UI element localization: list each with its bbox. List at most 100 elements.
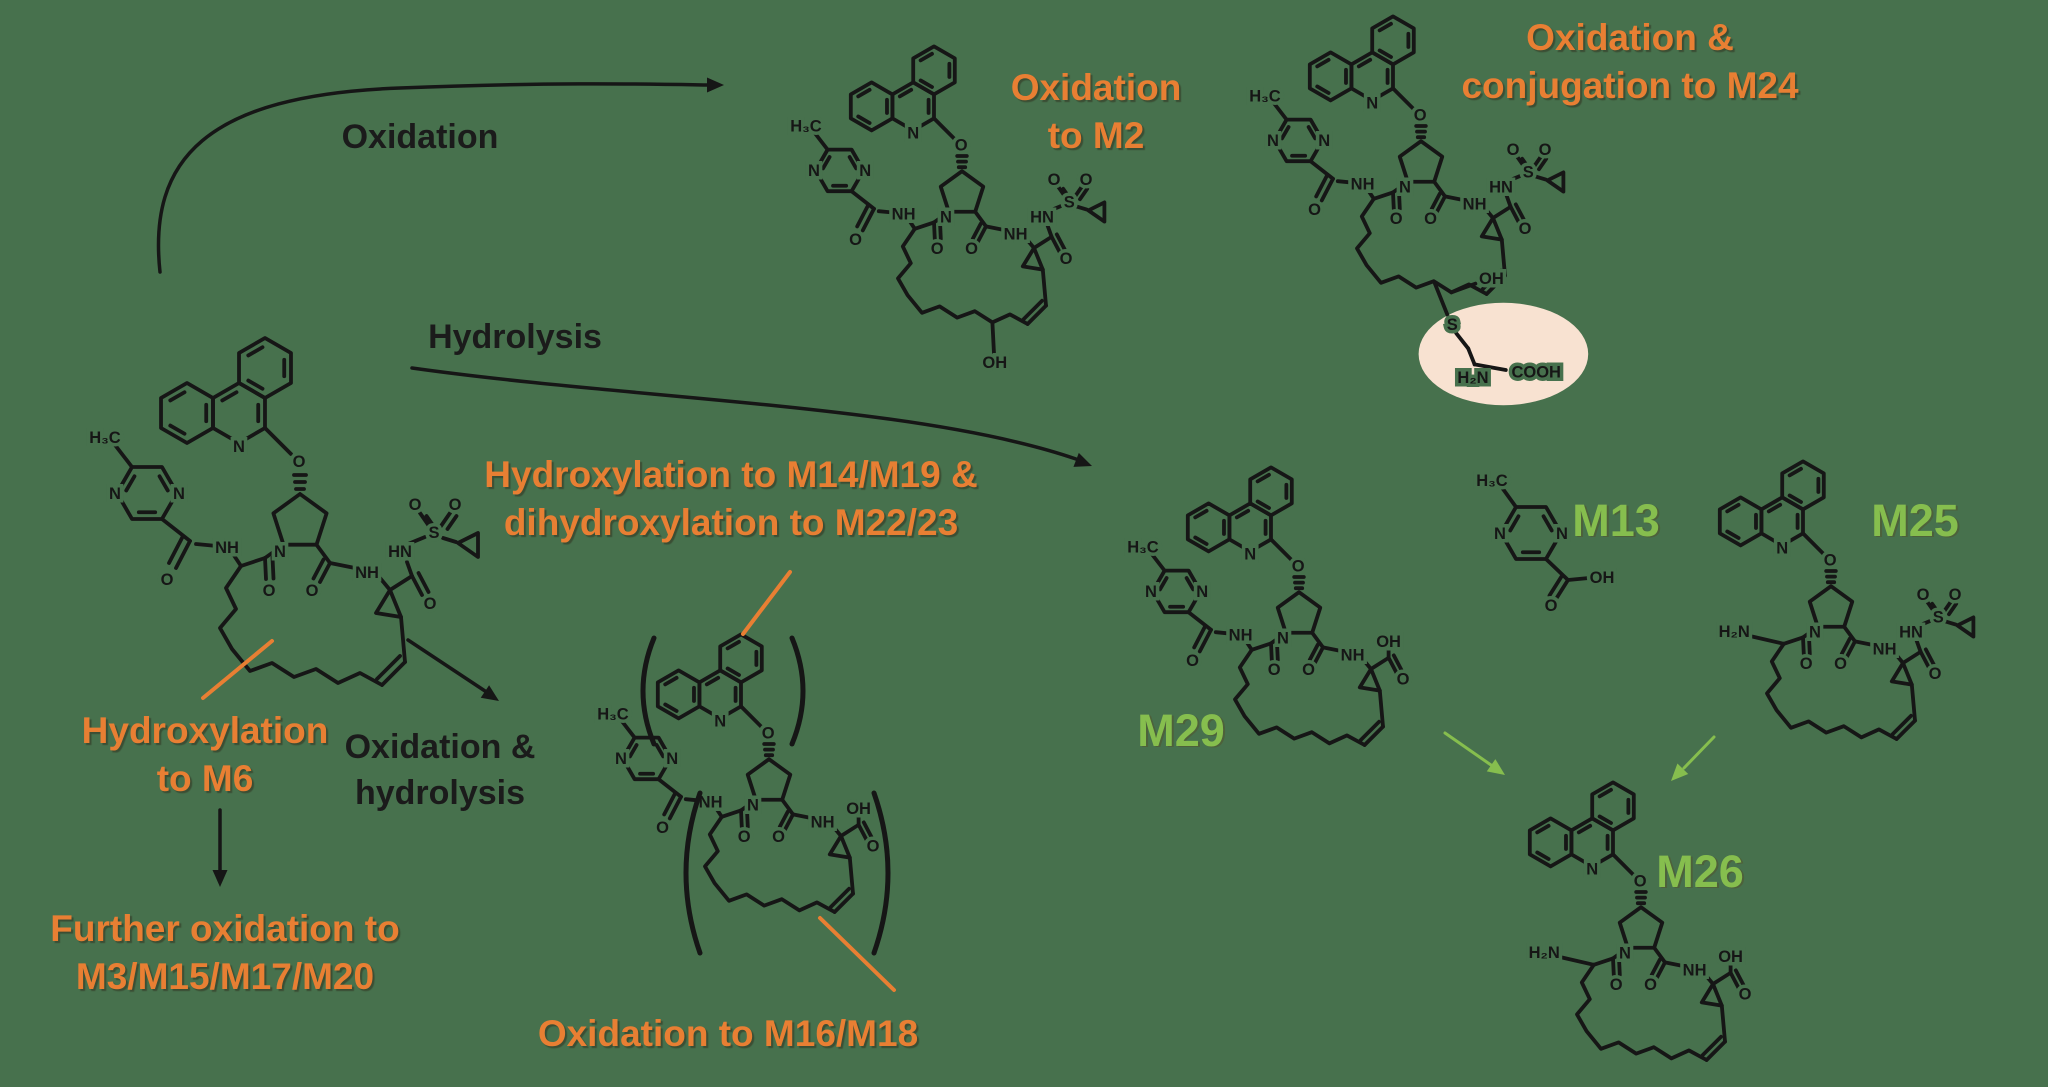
- atom-label: O: [1834, 655, 1847, 673]
- atom-label: N: [907, 125, 919, 143]
- atom-label: O: [1048, 171, 1061, 189]
- atom-label: NH: [1004, 225, 1028, 243]
- atom-label: S: [428, 524, 439, 542]
- atom-label: N: [173, 485, 185, 503]
- m29-to-m26-arrow-head: [1486, 759, 1505, 775]
- atom-label: N: [1809, 624, 1821, 642]
- atom-label: O: [1414, 107, 1427, 125]
- m25-to-m26-arrow-head: [1671, 763, 1689, 781]
- label-oxidation: Oxidation: [341, 118, 499, 156]
- label-line: Hydroxylation to M14/M19 &: [484, 454, 978, 495]
- label-hydroxylation-m14-m19: Hydroxylation to M14/M19 & dihydroxylati…: [484, 451, 977, 547]
- atom-label: NH: [1229, 626, 1253, 644]
- atom-label: N: [615, 750, 627, 768]
- metabolite-tag-m13: M13: [1572, 495, 1660, 546]
- atom-label: O: [1917, 586, 1930, 604]
- atom-label: OH: [846, 800, 871, 818]
- label-line: Oxidation &: [1526, 17, 1734, 58]
- atom-label: O: [1800, 655, 1813, 673]
- atom-label: O: [449, 496, 462, 514]
- atom-label: O: [1610, 976, 1623, 994]
- modification-site-marker: [818, 916, 896, 992]
- atom-label: HN: [1899, 624, 1923, 642]
- label-line: Hydroxylation: [81, 710, 329, 751]
- m6-further-oxidation-arrow-head: [212, 870, 228, 887]
- atom-label: HN: [388, 543, 412, 561]
- atom-label: O: [1644, 976, 1657, 994]
- atom-label: N: [1494, 525, 1506, 543]
- atom-label: N: [1399, 179, 1411, 197]
- atom-label: O: [867, 837, 880, 855]
- atom-label: N: [1619, 945, 1631, 963]
- atom-label: H₃C: [790, 117, 822, 135]
- metabolite-tag-m25: M25: [1871, 495, 1959, 546]
- atom-label: S: [1933, 608, 1944, 626]
- atom-label: O: [1080, 171, 1093, 189]
- atom-label: N: [1318, 132, 1330, 150]
- oxidation-arrow: [156, 82, 710, 274]
- intermediate-bracket: [683, 790, 703, 956]
- intermediate-bracket: [640, 635, 657, 747]
- m29-to-m26-arrow: [1443, 731, 1493, 767]
- atom-label: O: [955, 137, 968, 155]
- atom-label: O: [306, 582, 319, 600]
- atom-label: O: [1424, 210, 1437, 228]
- atom-label: O: [656, 819, 669, 837]
- atom-label: O: [1397, 670, 1410, 688]
- atom-label: N: [747, 797, 759, 815]
- atom-label: COOH: [1511, 363, 1561, 381]
- atom-label: N: [940, 209, 952, 227]
- atom-label: O: [931, 240, 944, 258]
- atom-label: O: [1268, 661, 1281, 679]
- label-line: dihydroxylation to M22/23: [503, 502, 959, 543]
- atom-label: O: [1302, 661, 1315, 679]
- atom-label: N: [808, 162, 820, 180]
- atom-label: O: [1308, 201, 1321, 219]
- atom-label: H₃C: [597, 705, 629, 723]
- atom-label: NH: [1683, 961, 1707, 979]
- atom-label: N: [859, 162, 871, 180]
- atom-label: O: [1060, 250, 1073, 268]
- oxidation-hydrolysis-arrow: [406, 638, 487, 693]
- atom-label: OH: [1590, 569, 1615, 587]
- atom-label: O: [1634, 873, 1647, 891]
- atom-label: O: [849, 231, 862, 249]
- label-line: to M2: [1047, 115, 1145, 156]
- atom-label: NH: [1873, 640, 1897, 658]
- atom-label: O: [409, 496, 422, 514]
- atom-label: OH: [1479, 270, 1504, 288]
- label-oxidation-conjugation-m24: Oxidation & conjugation to M24: [1461, 14, 1798, 110]
- label-line: hydrolysis: [354, 774, 526, 812]
- atom-label: H₃C: [1249, 87, 1281, 105]
- label-line: to M6: [156, 758, 254, 799]
- atom-label: O: [1519, 220, 1532, 238]
- hydrolysis-arrow: [410, 366, 1078, 461]
- atom-label: H₂N: [1719, 623, 1750, 641]
- intermediate-bracket: [789, 635, 806, 747]
- atom-label: N: [1145, 583, 1157, 601]
- atom-label: NH: [1341, 646, 1365, 664]
- atom-label: H₃C: [1127, 538, 1159, 556]
- atom-label: S: [1523, 163, 1534, 181]
- atom-label: N: [1586, 861, 1598, 879]
- atom-label: O: [263, 582, 276, 600]
- intermediate-bracket: [871, 790, 891, 956]
- atom-label: O: [965, 240, 978, 258]
- atom-label: N: [1244, 546, 1256, 564]
- atom-label: O: [1186, 652, 1199, 670]
- atom-label: HN: [1489, 179, 1513, 197]
- atom-label: N: [1366, 95, 1378, 113]
- atom-label: NH: [1351, 175, 1375, 193]
- atom-label: O: [1824, 552, 1837, 570]
- atom-label: N: [714, 713, 726, 731]
- cysteine-highlight-ellipse: [1418, 302, 1589, 406]
- atom-label: O: [1390, 210, 1403, 228]
- atom-label: O: [1292, 558, 1305, 576]
